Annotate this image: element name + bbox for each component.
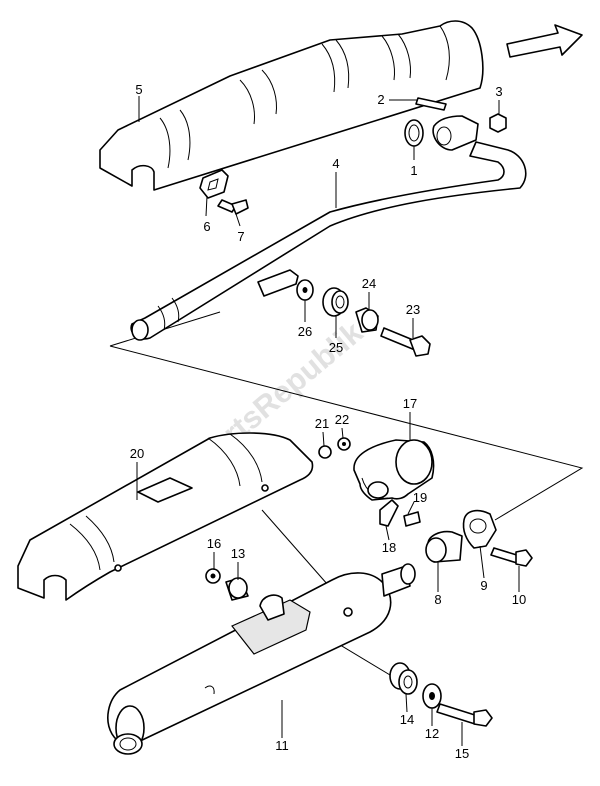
callout-15: 15 bbox=[455, 746, 469, 761]
bolt-10 bbox=[490, 547, 533, 567]
front-direction-arrow bbox=[506, 24, 583, 58]
exhaust-pipe bbox=[130, 141, 527, 341]
washer-26 bbox=[296, 279, 314, 301]
callout-labels: 5 6 7 4 2 3 1 26 25 24 23 20 21 22 17 19… bbox=[130, 82, 526, 761]
nut-16 bbox=[205, 568, 221, 584]
stud-2 bbox=[415, 97, 447, 111]
callout-4: 4 bbox=[332, 156, 339, 171]
bolt-19 bbox=[403, 511, 421, 527]
leader-lines bbox=[136, 96, 520, 746]
grommet-25 bbox=[322, 287, 349, 317]
callout-12: 12 bbox=[425, 726, 439, 741]
collar-13 bbox=[225, 577, 249, 601]
callout-2: 2 bbox=[377, 92, 384, 107]
clamp-18 bbox=[379, 499, 399, 527]
callout-22: 22 bbox=[335, 412, 349, 427]
muffler-11 bbox=[107, 563, 416, 755]
callout-24: 24 bbox=[362, 276, 376, 291]
callout-17: 17 bbox=[403, 396, 417, 411]
callout-1: 1 bbox=[410, 163, 417, 178]
gasket-1 bbox=[404, 119, 424, 147]
collar-24 bbox=[355, 307, 379, 333]
bolt-23 bbox=[380, 327, 431, 357]
callout-5: 5 bbox=[135, 82, 142, 97]
end-cap-17 bbox=[353, 439, 435, 501]
callout-21: 21 bbox=[315, 416, 329, 431]
sleeve-8 bbox=[425, 530, 463, 563]
callout-18: 18 bbox=[382, 540, 396, 555]
callout-3: 3 bbox=[495, 84, 502, 99]
callout-25: 25 bbox=[329, 340, 343, 355]
bolt-15 bbox=[436, 703, 493, 727]
callout-20: 20 bbox=[130, 446, 144, 461]
flange bbox=[432, 115, 479, 151]
bracket-6 bbox=[199, 169, 229, 199]
bolt-7 bbox=[217, 199, 249, 215]
nut-3 bbox=[489, 113, 507, 133]
callout-23: 23 bbox=[406, 302, 420, 317]
callout-8: 8 bbox=[434, 592, 441, 607]
callout-13: 13 bbox=[231, 546, 245, 561]
callout-16: 16 bbox=[207, 536, 221, 551]
grommet-14 bbox=[389, 662, 418, 695]
callout-26: 26 bbox=[298, 324, 312, 339]
washer-12 bbox=[422, 683, 442, 709]
callout-10: 10 bbox=[512, 592, 526, 607]
callout-9: 9 bbox=[480, 578, 487, 593]
nut-21 bbox=[318, 445, 332, 459]
heat-shield-lower bbox=[17, 432, 314, 601]
callout-19: 19 bbox=[413, 490, 427, 505]
callout-7: 7 bbox=[237, 229, 244, 244]
clamp-9 bbox=[462, 509, 497, 549]
callout-11: 11 bbox=[275, 738, 289, 753]
washer-22 bbox=[337, 437, 351, 451]
callout-14: 14 bbox=[400, 712, 414, 727]
heat-shield-upper bbox=[99, 20, 484, 191]
callout-6: 6 bbox=[203, 219, 210, 234]
